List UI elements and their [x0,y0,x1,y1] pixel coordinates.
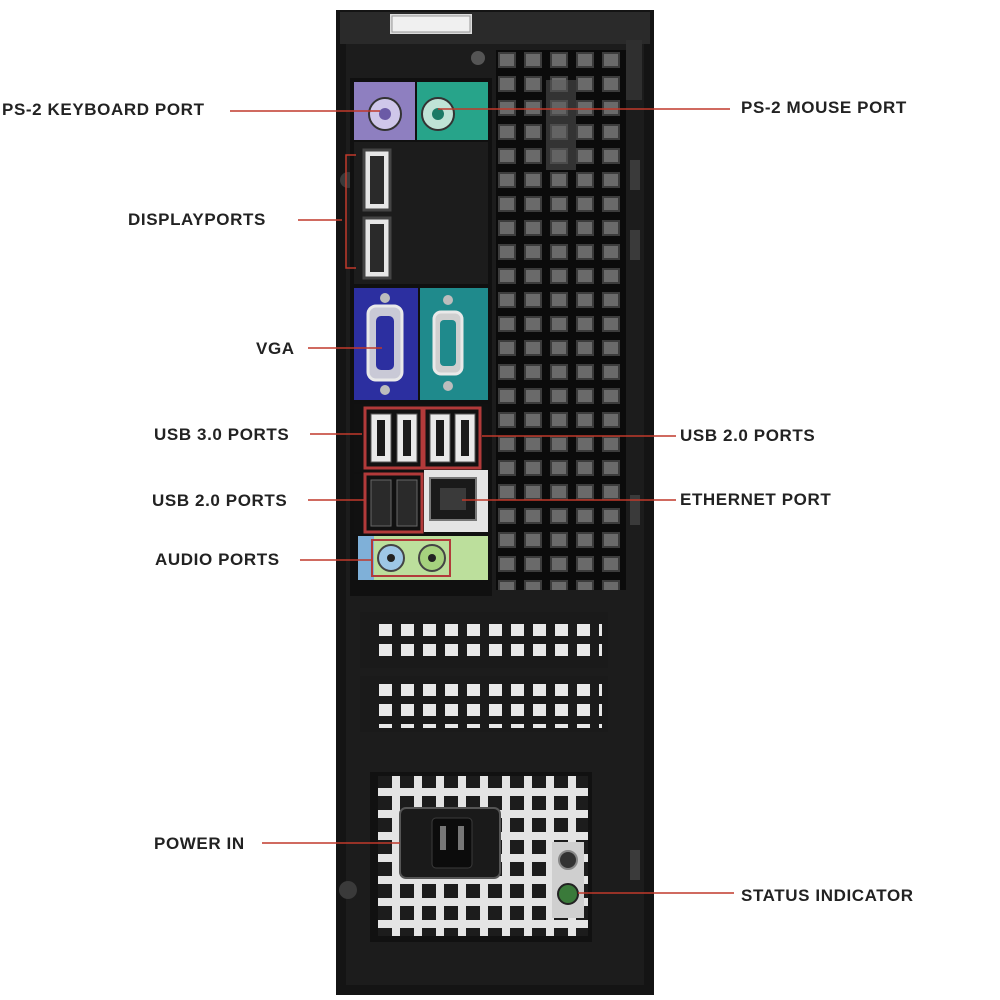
label-displayports: DISPLAYPORTS [128,210,266,229]
usb20-port-4[interactable] [396,479,418,527]
power-supply [370,772,592,942]
leader-lines [230,108,734,894]
usb30-frame [363,406,424,470]
io-panel [350,78,492,596]
expansion-slot-2 [370,680,602,728]
label-vga: VGA [256,339,295,358]
expansion-slots [360,612,608,732]
status-indicator-led [557,883,579,905]
status-indicator-button[interactable] [558,850,578,870]
leader-displayports-bracket [345,154,356,269]
label-usb20-ports-right: USB 2.0 PORTS [680,426,816,445]
usb20-bottom-frame [363,472,424,534]
label-audio-ports: AUDIO PORTS [155,550,280,569]
label-ethernet-port: ETHERNET PORT [680,490,832,509]
label-usb30-ports: USB 3.0 PORTS [154,425,290,444]
expansion-slot-1 [370,616,602,664]
label-usb20-ports-left: USB 2.0 PORTS [152,491,288,510]
label-status-indicator: STATUS INDICATOR [741,886,914,905]
label-ps2-mouse-port: PS-2 MOUSE PORT [741,98,907,117]
label-ps2-keyboard-port: PS-2 KEYBOARD PORT [2,100,205,119]
usb20-top-frame [422,406,482,470]
usb20-port-3[interactable] [370,479,392,527]
audio-frame [371,539,451,577]
label-power-in: POWER IN [154,834,245,853]
